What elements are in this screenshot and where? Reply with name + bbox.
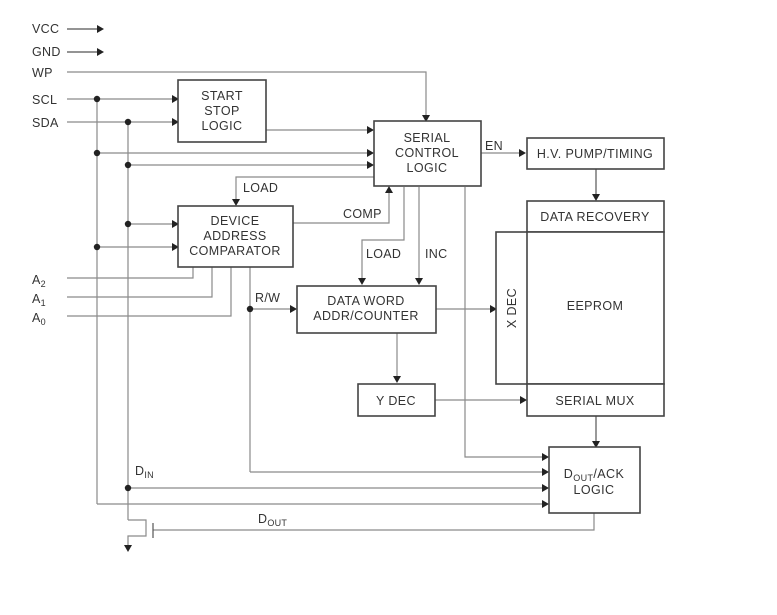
block-data-recovery: DATA RECOVERY <box>526 200 665 233</box>
svg-text:DOUT/ACK: DOUT/ACK <box>564 467 625 483</box>
svg-text:START: START <box>201 89 243 103</box>
svg-text:H.V. PUMP/TIMING: H.V. PUMP/TIMING <box>537 147 653 161</box>
wires <box>67 71 600 552</box>
svg-text:DATA RECOVERY: DATA RECOVERY <box>540 210 650 224</box>
pin-gnd-label: GND <box>32 45 61 59</box>
block-y-dec: Y DEC <box>357 383 436 417</box>
pin-sda-label: SDA <box>32 116 59 130</box>
block-hv-pump-timing: H.V. PUMP/TIMING <box>526 137 665 170</box>
svg-text:DEVICE: DEVICE <box>211 214 260 228</box>
pin-vcc-label: VCC <box>32 22 59 36</box>
svg-text:SERIAL MUX: SERIAL MUX <box>555 394 635 408</box>
signal-rw-label: R/W <box>255 291 280 305</box>
svg-text:LOGIC: LOGIC <box>574 483 615 497</box>
signal-load-label-top: LOAD <box>243 181 278 195</box>
ground-arrow <box>124 545 132 552</box>
block-start-stop-logic: START STOP LOGIC <box>177 79 267 143</box>
pin-scl-label: SCL <box>32 93 57 107</box>
block-x-dec: X DEC <box>495 231 529 385</box>
signal-inc-label: INC <box>425 247 447 261</box>
signal-comp-label: COMP <box>343 207 382 221</box>
vcc-arrow <box>67 25 104 33</box>
svg-text:COMPARATOR: COMPARATOR <box>189 244 281 258</box>
svg-text:CONTROL: CONTROL <box>395 146 459 160</box>
block-data-word-addr-counter: DATA WORD ADDR/COUNTER <box>296 285 437 334</box>
svg-text:EEPROM: EEPROM <box>567 299 624 313</box>
svg-text:STOP: STOP <box>204 104 239 118</box>
svg-text:Y DEC: Y DEC <box>376 394 416 408</box>
svg-text:LOGIC: LOGIC <box>407 161 448 175</box>
signal-en-label: EN <box>485 139 503 153</box>
svg-text:X DEC: X DEC <box>505 288 519 328</box>
block-device-address-comparator: DEVICE ADDRESS COMPARATOR <box>177 205 294 268</box>
block-serial-control-logic: SERIAL CONTROL LOGIC <box>373 120 482 187</box>
signal-load-label-mid: LOAD <box>366 247 401 261</box>
pin-a1-label: A1 <box>32 292 46 308</box>
gnd-arrow <box>67 48 104 56</box>
svg-text:ADDRESS: ADDRESS <box>203 229 266 243</box>
svg-text:SERIAL: SERIAL <box>404 131 451 145</box>
block-dout-ack-logic: DOUT/ACK LOGIC <box>548 446 641 514</box>
svg-text:DATA WORD: DATA WORD <box>327 294 404 308</box>
block-eeprom-array: EEPROM <box>526 231 665 385</box>
block-serial-mux: SERIAL MUX <box>526 383 665 417</box>
pin-wp-label: WP <box>32 66 53 80</box>
svg-text:ADDR/COUNTER: ADDR/COUNTER <box>313 309 419 323</box>
pin-a0-label: A0 <box>32 311 46 327</box>
wp-arrowhead <box>422 115 430 122</box>
svg-text:LOGIC: LOGIC <box>202 119 243 133</box>
signal-dout-label: DOUT <box>258 512 287 528</box>
signal-din-label: DIN <box>135 464 154 480</box>
pin-a2-label: A2 <box>32 273 46 289</box>
junction-dots <box>93 95 254 492</box>
